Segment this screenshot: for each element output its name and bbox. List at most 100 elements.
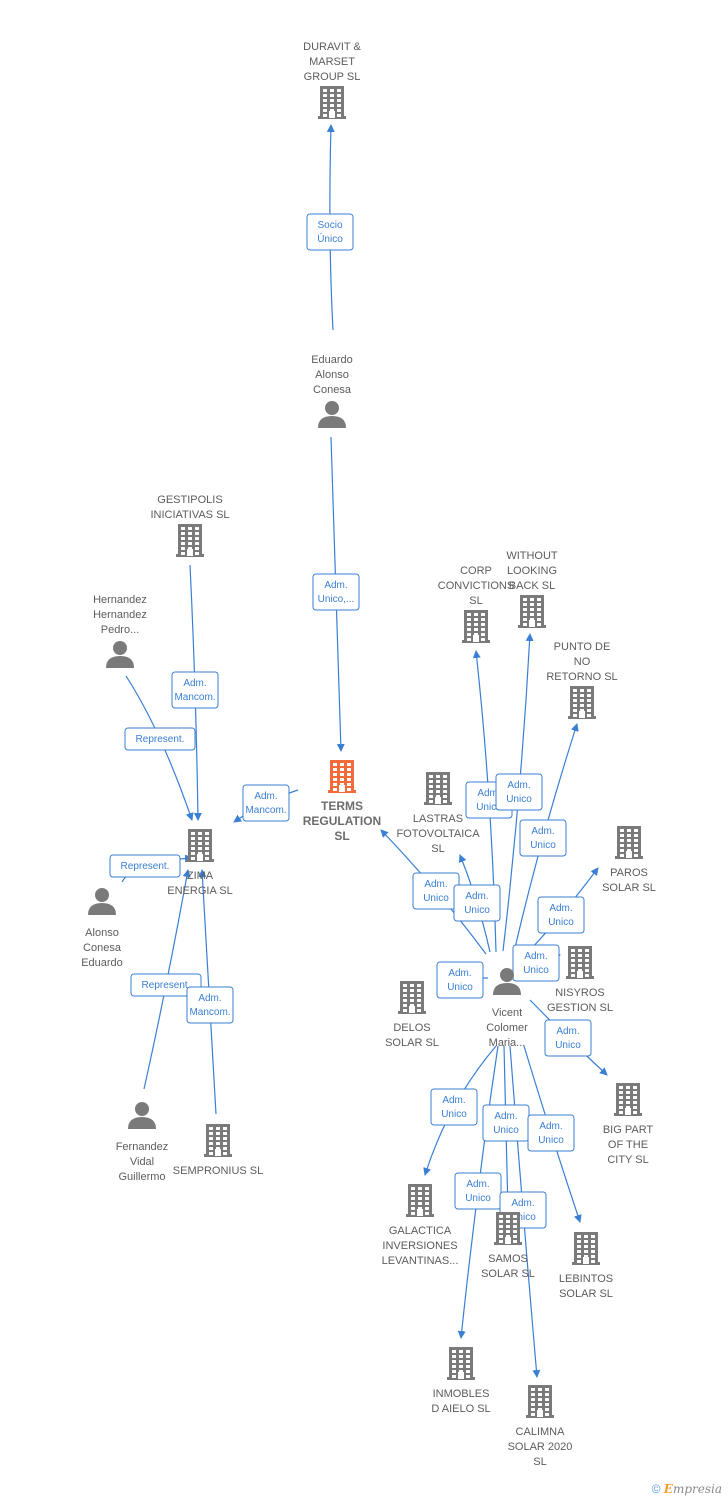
person-icon bbox=[106, 641, 134, 668]
building-icon bbox=[572, 1232, 600, 1265]
edge-label-text: Unico,... bbox=[318, 594, 355, 605]
node-label-line: SAMOS bbox=[488, 1253, 528, 1265]
edge-label-text: Adm. bbox=[442, 1095, 465, 1106]
node-label-line: PAROS bbox=[610, 867, 648, 879]
edge-label-vicent-to-paros[interactable]: Adm.Unico bbox=[537, 896, 585, 934]
building-icon bbox=[424, 772, 452, 805]
edge-label-text: Adm. bbox=[549, 903, 572, 914]
edge-label-vicent-to-terms[interactable]: Adm. Unico bbox=[412, 872, 460, 910]
node-paros[interactable]: PAROS SOLAR SL bbox=[602, 826, 656, 894]
building-icon bbox=[526, 1385, 554, 1418]
edge-label-fernandez-to-zima[interactable]: Represent. bbox=[130, 973, 202, 997]
node-label-line: SEMPRONIUS SL bbox=[173, 1165, 263, 1177]
node-label-line: CALIMNA bbox=[516, 1426, 566, 1438]
node-label-line: SOLAR 2020 bbox=[508, 1441, 573, 1453]
node-label-line: Pedro... bbox=[101, 624, 140, 636]
node-label-line: CONVICTIONS bbox=[438, 580, 514, 592]
edge-label-text: Adm. bbox=[477, 788, 500, 799]
node-label-line: WITHOUT bbox=[506, 550, 558, 562]
empresia-watermark[interactable]: © Empresia bbox=[652, 1482, 722, 1496]
node-sempronius[interactable]: SEMPRONIUS SL bbox=[173, 1124, 263, 1177]
edge-label-text: Unico bbox=[447, 982, 473, 993]
edge-label-text: Represent. bbox=[142, 980, 191, 991]
edge-label-vicent-to-inmobles[interactable]: Adm.Unico bbox=[454, 1172, 502, 1210]
edge-label-gestipolis-to-zima[interactable]: Adm.Mancom. bbox=[171, 671, 219, 709]
edge-label-text: Mancom. bbox=[245, 805, 286, 816]
edge-label-text: Unico bbox=[423, 893, 449, 904]
edge-label-text: Socio bbox=[317, 220, 342, 231]
edge-label-text: Adm. bbox=[424, 879, 447, 890]
person-icon bbox=[493, 968, 521, 995]
edge-label-vicent-to-lastras[interactable]: Adm.Unico bbox=[453, 884, 501, 922]
node-vicent[interactable]: VicentColomerMaria... bbox=[486, 968, 528, 1049]
edge-label-eduardo-to-terms[interactable]: Adm. Unico,... bbox=[312, 573, 360, 611]
edge-label-vicent-to-nisyros[interactable]: Adm.Unico bbox=[512, 944, 560, 982]
edge-label-vicent-to-delos[interactable]: Adm.Unico bbox=[436, 961, 484, 999]
node-label-line: LEVANTINAS... bbox=[382, 1255, 459, 1267]
edge-label-text: Unico bbox=[523, 965, 549, 976]
building-icon bbox=[318, 86, 346, 119]
edge-label-vicent-to-lebintos[interactable]: Adm. Unico bbox=[527, 1114, 575, 1152]
node-label-line: REGULATION bbox=[303, 814, 381, 828]
edge-label-alonso-to-zima[interactable]: Represent. bbox=[109, 854, 181, 878]
node-label-line: LASTRAS bbox=[413, 813, 463, 825]
node-label-line: SOLAR SL bbox=[602, 882, 656, 894]
edge-label-text: Adm. bbox=[324, 580, 347, 591]
node-label-line: CITY SL bbox=[607, 1154, 648, 1166]
edge-label-text: Adm. bbox=[466, 1179, 489, 1190]
node-galactica[interactable]: GALACTICAINVERSIONESLEVANTINAS... bbox=[382, 1184, 459, 1267]
edge-label-vicent-to-bigpart[interactable]: Adm.Unico bbox=[544, 1019, 592, 1057]
node-label-line: Fernandez bbox=[116, 1141, 169, 1153]
edge-label-vicent-to-without[interactable]: Adm.Unico bbox=[495, 773, 543, 811]
node-label-line: MARSET bbox=[309, 56, 355, 68]
edge-label-text: Unico bbox=[493, 1125, 519, 1136]
building-icon bbox=[447, 1347, 475, 1380]
edge-label-text: Adm. bbox=[465, 891, 488, 902]
node-hernandez[interactable]: HernandezHernandezPedro... bbox=[93, 594, 147, 668]
node-label-line: SL bbox=[533, 1456, 546, 1468]
edge-label-vicent-to-punto[interactable]: Adm.Unico bbox=[519, 819, 567, 857]
edge-label-text: Adm. bbox=[539, 1121, 562, 1132]
building-icon bbox=[176, 524, 204, 557]
node-label-line: NISYROS bbox=[555, 987, 605, 999]
edge-label-vicent-to-galactica[interactable]: Adm.Unico bbox=[430, 1088, 478, 1126]
edge-label-text: Adm. bbox=[531, 826, 554, 837]
edge-labels-layer: SocioÚnicoAdm.Unico,...Adm.Mancom.Adm.Ma… bbox=[109, 213, 592, 1229]
node-label-line: Colomer bbox=[486, 1022, 528, 1034]
edge-label-text: Unico bbox=[510, 1212, 536, 1223]
edge-label-vicent-to-samos[interactable]: Adm.Unico bbox=[482, 1104, 530, 1142]
node-label-line: INICIATIVAS SL bbox=[150, 509, 229, 521]
node-label-line: Eduardo bbox=[81, 957, 123, 969]
edge-label-hernandez-to-zima[interactable]: Represent. bbox=[124, 727, 196, 751]
edge-label-text: Adm. bbox=[556, 1026, 579, 1037]
edge-label-terms-to-zima[interactable]: Adm. Mancom. bbox=[242, 784, 290, 822]
edge-label-text: Adm. bbox=[254, 791, 277, 802]
edges-layer bbox=[121, 124, 608, 1378]
node-label-line: Hernandez bbox=[93, 594, 147, 606]
node-label-line: Vicent bbox=[492, 1007, 522, 1019]
edge-label-sempronius-to-zima[interactable]: Adm.Mancom. bbox=[186, 986, 234, 1024]
edge-label-text: Unico bbox=[538, 1135, 564, 1146]
node-label-line: GROUP SL bbox=[304, 71, 361, 83]
